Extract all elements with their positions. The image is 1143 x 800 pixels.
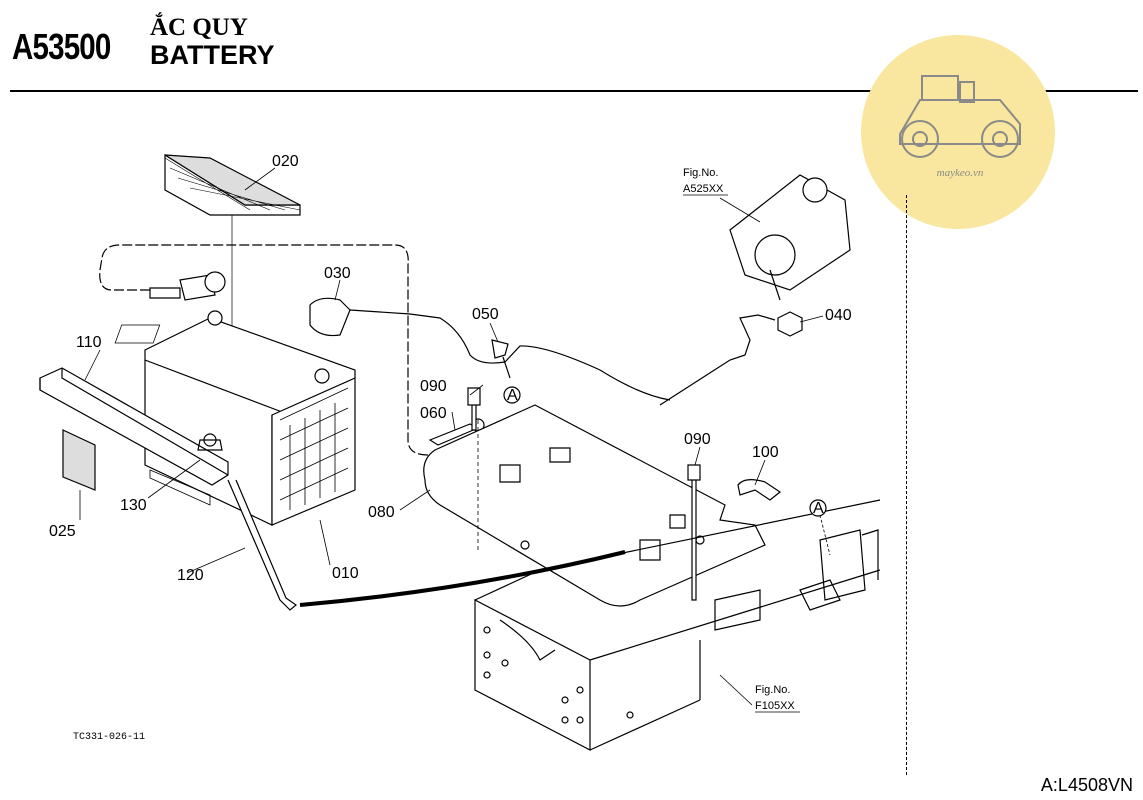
callout-090-left: 090 <box>420 378 447 395</box>
callout-010: 010 <box>332 565 359 582</box>
battery-plate-080 <box>423 404 766 607</box>
title-english: BATTERY <box>150 40 275 70</box>
positive-cable-030 <box>309 297 776 406</box>
logo-text: maykeo.vn <box>937 167 984 179</box>
tractor-frame <box>474 499 881 751</box>
watermark-logo: maykeo.vn <box>861 35 1055 229</box>
drawing-code: TC331-026-11 <box>73 732 146 743</box>
clamp-050 <box>491 339 509 359</box>
tractor-icon <box>899 75 1021 158</box>
callout-110: 110 <box>76 334 102 351</box>
leader-lines <box>79 167 831 706</box>
frame-fig-label: Fig.No. <box>755 684 790 696</box>
marker-a-upper <box>503 386 521 404</box>
marker-a-upper-label: A <box>507 387 518 404</box>
callout-020: 020 <box>272 153 299 170</box>
ground-cable <box>99 244 440 456</box>
alt-fig-label: Fig.No. <box>683 167 718 179</box>
divider-dashed <box>906 195 907 775</box>
callout-100: 100 <box>752 444 779 461</box>
logo-circle <box>861 35 1055 229</box>
nut-040 <box>777 311 803 337</box>
marker-a-lower <box>809 499 827 517</box>
callout-050: 050 <box>472 306 499 323</box>
callout-130: 130 <box>120 497 147 514</box>
battery-holder-110 <box>39 367 229 486</box>
battery-010 <box>114 310 356 526</box>
battery-pad-020 <box>164 153 301 375</box>
alt-fig-number: A525XX <box>683 183 724 195</box>
section-code: A53500 <box>12 26 111 67</box>
starter-motor <box>729 174 851 301</box>
cushion-100 <box>737 479 782 501</box>
callout-120: 120 <box>177 567 204 584</box>
callout-040: 040 <box>825 307 852 324</box>
callout-090-right: 090 <box>684 431 711 448</box>
title-vietnamese: ẮC QUY <box>150 14 248 41</box>
page-code: A:L4508VN <box>1040 775 1133 795</box>
callout-025: 025 <box>49 523 76 540</box>
header-rule <box>10 90 1138 92</box>
callout-030: 030 <box>324 265 351 282</box>
rubber-pad-025 <box>62 429 96 491</box>
bolt-090-right <box>687 464 701 601</box>
callout-080: 080 <box>368 504 395 521</box>
battery-rod-120 <box>227 479 297 611</box>
callout-060: 060 <box>420 405 447 422</box>
bolt-090-left <box>467 387 481 431</box>
marker-a-lower-label: A <box>813 500 824 517</box>
frame-fig-number: F105XX <box>755 700 795 712</box>
